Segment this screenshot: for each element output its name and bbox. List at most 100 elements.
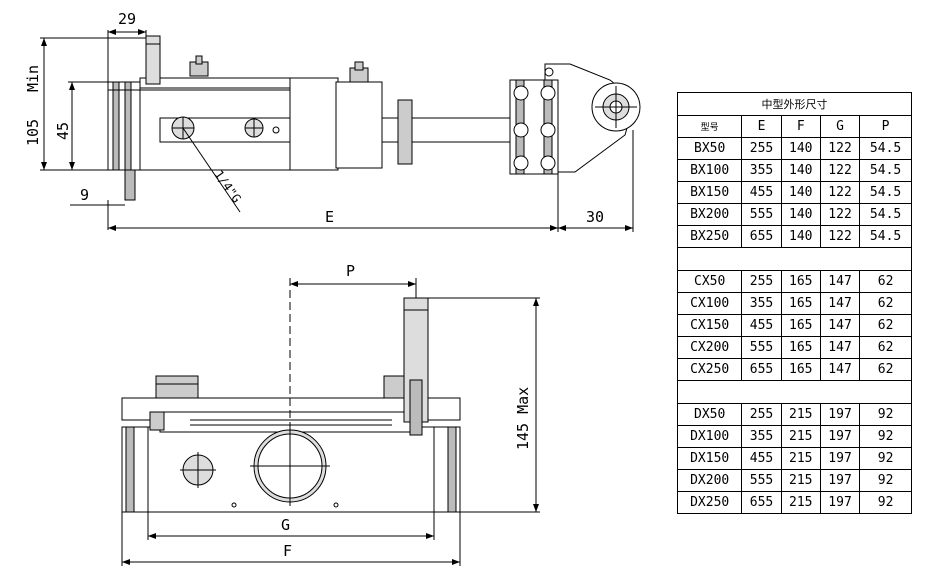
- value-cell: 62: [859, 292, 912, 315]
- dim-p: P: [346, 262, 355, 280]
- front-view: [121, 297, 461, 513]
- value-cell: 92: [859, 403, 912, 426]
- value-cell: 147: [819, 292, 861, 315]
- value-cell: 165: [780, 292, 821, 315]
- model-cell: DX100: [676, 425, 743, 448]
- dim-e: E: [325, 208, 334, 226]
- value-cell: 54.5: [859, 137, 912, 160]
- value-cell: 255: [741, 137, 782, 160]
- value-cell: 215: [780, 403, 821, 426]
- value-cell: 455: [741, 314, 782, 337]
- value-cell: 122: [819, 225, 861, 248]
- header-p: P: [859, 115, 912, 138]
- header-model: 型号: [676, 115, 743, 138]
- front-bolt-left: [155, 375, 199, 399]
- value-cell: 140: [780, 159, 821, 182]
- value-cell: 215: [780, 491, 821, 514]
- dim-105: 105: [24, 119, 42, 146]
- header-g: G: [819, 115, 861, 138]
- value-cell: 165: [780, 358, 821, 381]
- value-cell: 215: [780, 447, 821, 470]
- value-cell: 122: [819, 181, 861, 204]
- value-cell: 655: [741, 491, 782, 514]
- thread-label: 1/4"G: [212, 168, 244, 206]
- value-cell: 197: [819, 425, 861, 448]
- front-view-dimensions: [121, 278, 540, 566]
- value-cell: 147: [819, 270, 861, 293]
- dim-9: 9: [80, 186, 89, 204]
- value-cell: 92: [859, 425, 912, 448]
- value-cell: 62: [859, 336, 912, 359]
- side-middle-block: [335, 81, 383, 169]
- value-cell: 215: [780, 425, 821, 448]
- header-f: F: [780, 115, 821, 138]
- dim-30: 30: [586, 208, 604, 226]
- value-cell: 62: [859, 314, 912, 337]
- value-cell: 122: [819, 159, 861, 182]
- side-view: [107, 35, 641, 213]
- value-cell: 54.5: [859, 203, 912, 226]
- dim-min: Min: [24, 65, 42, 92]
- model-cell: CX250: [676, 358, 743, 381]
- value-cell: 215: [780, 469, 821, 492]
- value-cell: 655: [741, 225, 782, 248]
- dim-45: 45: [54, 122, 72, 140]
- model-cell: CX100: [676, 292, 743, 315]
- value-cell: 355: [741, 159, 782, 182]
- value-cell: 197: [819, 403, 861, 426]
- dim-g: G: [281, 516, 290, 534]
- value-cell: 140: [780, 203, 821, 226]
- model-cell: DX250: [676, 491, 743, 514]
- value-cell: 140: [780, 181, 821, 204]
- value-cell: 255: [741, 403, 782, 426]
- value-cell: 140: [780, 225, 821, 248]
- group-spacer: [677, 247, 912, 271]
- value-cell: 555: [741, 336, 782, 359]
- dim-29: 29: [118, 10, 136, 28]
- value-cell: 54.5: [859, 159, 912, 182]
- value-cell: 92: [859, 447, 912, 470]
- value-cell: 54.5: [859, 225, 912, 248]
- value-cell: 122: [819, 203, 861, 226]
- model-cell: DX200: [676, 469, 743, 492]
- side-view-dimensions: [40, 29, 634, 232]
- value-cell: 555: [741, 203, 782, 226]
- table-title: 中型外形尺寸: [677, 92, 912, 116]
- value-cell: 655: [741, 358, 782, 381]
- value-cell: 62: [859, 270, 912, 293]
- model-cell: CX150: [676, 314, 743, 337]
- value-cell: 54.5: [859, 181, 912, 204]
- model-cell: DX50: [676, 403, 743, 426]
- value-cell: 92: [859, 469, 912, 492]
- header-e: E: [741, 115, 782, 138]
- value-cell: 140: [780, 137, 821, 160]
- dim-145-max: 145 Max: [514, 387, 532, 450]
- model-cell: BX50: [676, 137, 743, 160]
- group-spacer: [677, 380, 912, 404]
- model-cell: DX150: [676, 447, 743, 470]
- value-cell: 147: [819, 336, 861, 359]
- side-post: [145, 35, 161, 85]
- value-cell: 92: [859, 491, 912, 514]
- value-cell: 197: [819, 447, 861, 470]
- model-cell: BX200: [676, 203, 743, 226]
- value-cell: 355: [741, 292, 782, 315]
- value-cell: 355: [741, 425, 782, 448]
- value-cell: 147: [819, 314, 861, 337]
- value-cell: 455: [741, 447, 782, 470]
